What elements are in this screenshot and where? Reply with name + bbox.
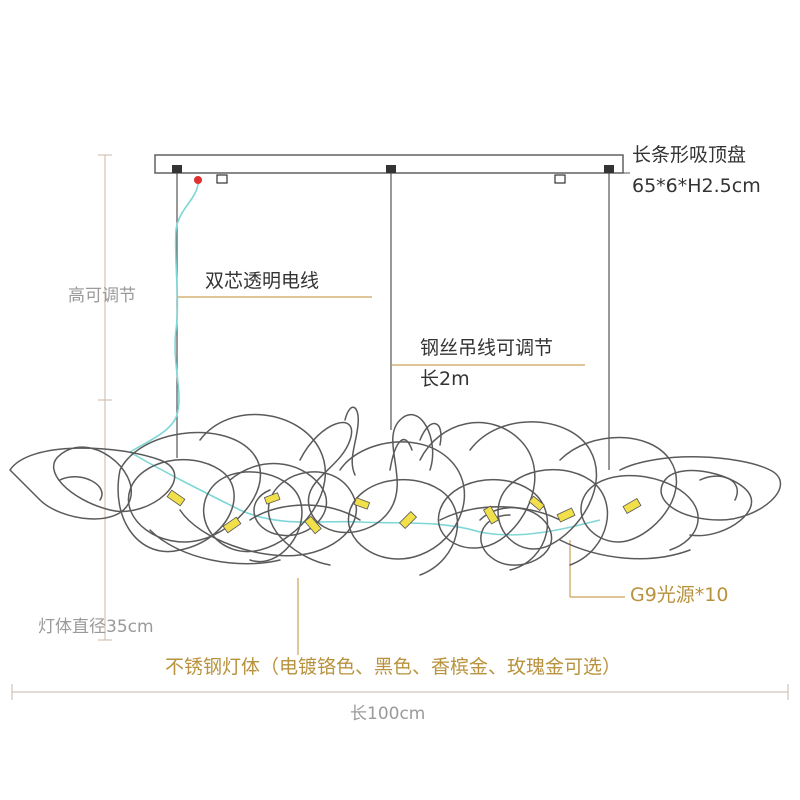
bulb-4 (398, 510, 418, 530)
bulb-5 (482, 505, 500, 525)
material-label: 不锈钢灯体（电镀铬色、黑色、香槟金、玫瑰金可选） (165, 656, 622, 678)
bulb-10 (528, 495, 545, 512)
leader-lines (178, 296, 625, 655)
bulb-9 (263, 492, 281, 505)
stainless-steel-wire-tangle (9, 406, 782, 576)
length-dimension (11, 684, 789, 700)
steel-wire-label-1: 钢丝吊线可调节 (420, 337, 554, 359)
height-dimension (98, 154, 112, 641)
diameter-label: 灯体直径35cm (38, 617, 154, 637)
g9-bulbs (166, 489, 642, 535)
red-terminal (194, 176, 202, 184)
bulb-6 (556, 507, 576, 523)
bulb-1 (166, 489, 186, 507)
canopy-name-label: 长条形吸顶盘 (632, 144, 747, 166)
canopy-fittings (172, 165, 614, 184)
bulb-3 (304, 515, 322, 535)
height-label: 高可调节 (68, 286, 136, 306)
canopy-size-label: 65*6*H2.5cm (632, 175, 761, 197)
bulb-2 (222, 516, 242, 534)
transparent-cable (128, 183, 601, 536)
light-source-label: G9光源*10 (630, 584, 729, 606)
bulb-7 (622, 497, 642, 515)
cable-label: 双芯透明电线 (205, 270, 320, 292)
bulb-8 (353, 497, 371, 510)
length-label: 长100cm (350, 704, 426, 724)
steel-wire-label-2: 长2m (420, 368, 470, 390)
steel-suspension-wires (176, 173, 610, 470)
